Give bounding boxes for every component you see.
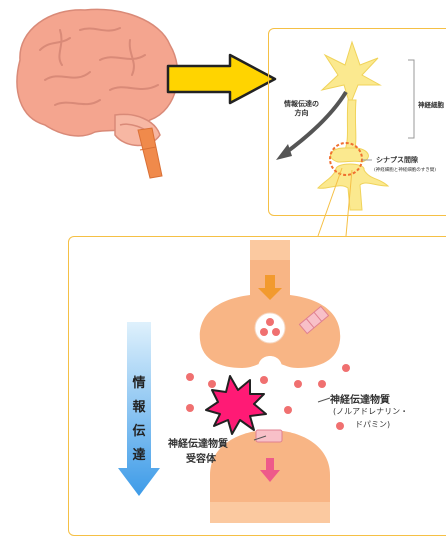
synaptic-vesicle (255, 313, 285, 343)
vertical-char: 伝 (129, 420, 149, 444)
synapse-detail-illustration (170, 240, 370, 523)
vertical-char: 報 (129, 396, 149, 420)
receptor (256, 430, 282, 442)
transmitter-sublabel-2: ドパミン) (355, 419, 390, 430)
information-transmission-vertical-label: 情 報 伝 達 (129, 372, 149, 468)
vertical-char: 情 (129, 372, 149, 396)
vertical-char: 達 (129, 444, 149, 468)
receptor-label-line1: 神経伝達物質 (168, 435, 228, 450)
transmitter-label: 神経伝達物質 (330, 391, 390, 406)
receptor-label-line2: 受容体 (186, 450, 216, 465)
transmitter-sublabel-1: (ノルアドレナリン・ (333, 406, 408, 417)
